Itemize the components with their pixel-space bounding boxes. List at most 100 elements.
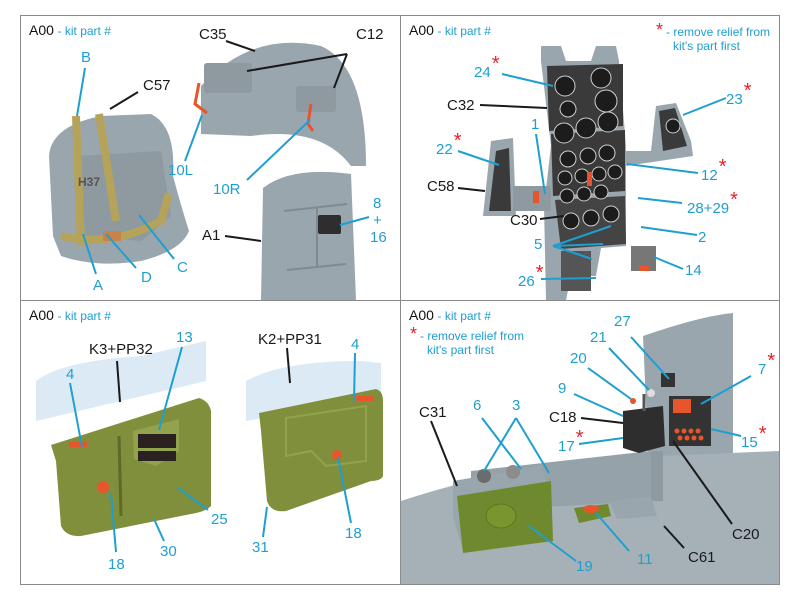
callout-4-left: 4 <box>66 366 75 383</box>
callout-28-29: 28+29* <box>687 190 738 217</box>
leader-b <box>76 67 86 117</box>
leader-23 <box>682 97 727 116</box>
leader-lines <box>457 73 727 280</box>
callout-21: 21 <box>590 329 607 346</box>
callout-23: 23* <box>726 81 751 108</box>
callout-11: 11 <box>637 551 653 568</box>
callout-14: 14 <box>685 262 702 279</box>
kit-label-a1: A1 <box>202 227 221 244</box>
relief-star-icon: * <box>743 80 752 102</box>
seat-illustration <box>49 42 366 300</box>
leader-c12-a <box>246 53 348 72</box>
callout-10l: 10L <box>168 162 194 179</box>
leader-lines <box>430 336 752 562</box>
kit-label-c12: C12 <box>356 26 384 43</box>
callout-24: 24* <box>474 54 499 81</box>
switch-27 <box>661 373 675 387</box>
leader-k2-pp31 <box>286 347 291 384</box>
leader-9 <box>573 393 624 417</box>
kit-label-c58: C58 <box>427 178 455 195</box>
leader-21 <box>608 347 650 391</box>
headrest-mount-right <box>296 86 336 112</box>
kit-label-c18: C18 <box>549 409 577 426</box>
horizontal-divider <box>20 300 780 301</box>
callout-25: 25 <box>211 511 228 528</box>
resin-knob-20 <box>630 398 636 404</box>
leader-22 <box>457 150 500 166</box>
leader-14 <box>653 256 684 270</box>
leader-lines <box>76 40 370 275</box>
leader-30 <box>153 518 165 542</box>
placard-13 <box>138 434 176 448</box>
callout-17-text: 17 <box>558 438 575 455</box>
throttle-c18 <box>623 406 665 453</box>
leader-c58 <box>457 187 486 192</box>
resin-handle-4-right <box>356 396 374 401</box>
kit-code: A00 <box>29 307 54 323</box>
resin-part-14 <box>639 266 649 271</box>
panel-header: A00 - kit part # <box>29 22 111 38</box>
leader-7 <box>700 375 752 405</box>
callout-31: 31 <box>252 539 269 556</box>
resin-handle-4-left <box>69 442 87 447</box>
kit-code: A00 <box>409 307 434 323</box>
callout-9: 9 <box>558 380 567 397</box>
kit-label-k2-pp31: K2+PP31 <box>258 331 322 348</box>
leader-5-c <box>552 245 593 260</box>
panel-header: A00 - kit part # <box>29 307 111 323</box>
resin-switch-1 <box>533 191 539 203</box>
callout-19: 19 <box>576 558 593 575</box>
relief-note-line1: - remove relief from <box>666 25 771 39</box>
callout-13: 13 <box>176 329 193 346</box>
gauges <box>553 67 623 230</box>
kit-label-c61: C61 <box>688 549 716 566</box>
callout-18-left: 18 <box>108 556 125 573</box>
leader-10l <box>184 114 203 162</box>
door-glass-left <box>36 341 206 421</box>
panel-header: A00 - kit part # <box>409 307 491 323</box>
instrument-8-16 <box>318 215 341 234</box>
callout-4-right: 4 <box>351 336 360 353</box>
kit-label-c35: C35 <box>199 26 227 43</box>
callout-15-text: 15 <box>741 434 758 451</box>
leader-25 <box>177 487 209 511</box>
resin-knob-12 <box>587 172 592 186</box>
callout-22-text: 22 <box>436 141 453 158</box>
leader-1 <box>535 133 546 195</box>
relief-star-icon: * <box>575 427 584 449</box>
leader-12 <box>626 163 699 174</box>
callout-c: C <box>177 259 188 276</box>
callout-28-29-text: 28+29 <box>687 200 730 217</box>
leader-18-right <box>337 456 352 524</box>
leader-5-b <box>552 243 604 247</box>
leader-20 <box>587 367 632 400</box>
callout-27: 27 <box>614 313 631 330</box>
leader-18-left <box>110 493 117 553</box>
leader-c20 <box>672 440 733 525</box>
callout-b: B <box>81 49 92 66</box>
leader-c30 <box>539 215 565 220</box>
leader-lines <box>69 346 356 553</box>
leader-19 <box>528 525 577 562</box>
callout-d: D <box>141 269 152 286</box>
callout-22: 22* <box>436 131 461 158</box>
resin-latch-10r <box>306 103 315 132</box>
callout-16: 16 <box>370 229 387 246</box>
relief-star-icon: * <box>656 20 664 40</box>
door-glass-right <box>246 361 381 421</box>
kit-label-c31: C31 <box>419 404 447 421</box>
panel-seat: A00 - kit part # B C35 C12 C57 H37 10L 1… <box>21 16 400 300</box>
leader-13 <box>158 346 183 431</box>
leader-3-a <box>483 417 517 472</box>
relief-note: *- remove relief from kit's part first <box>656 20 771 53</box>
callout-2: 2 <box>698 229 707 246</box>
harness-strap-left <box>72 115 85 247</box>
panel-doors: A00 - kit part # K3+PP32 13 K2+PP31 4 4 … <box>21 301 400 584</box>
callout-24-text: 24 <box>474 64 491 81</box>
relief-star-icon: * <box>453 130 462 152</box>
relief-star-icon: * <box>535 262 544 284</box>
relief-star-icon: * <box>767 350 776 372</box>
callout-a: A <box>93 277 104 294</box>
embossed-h37: H37 <box>78 175 101 189</box>
callout-18-right: 18 <box>345 525 362 542</box>
